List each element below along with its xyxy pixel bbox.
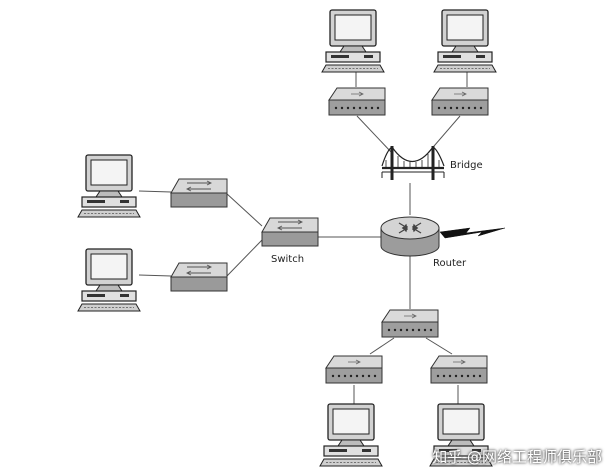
computer-icon — [321, 9, 385, 73]
lightning-bolt-icon — [439, 227, 506, 239]
bridge-label: Bridge — [450, 160, 483, 171]
switch-icon — [170, 178, 228, 208]
bridge-icon — [381, 146, 445, 180]
switch-icon — [261, 217, 319, 247]
computer-icon — [433, 9, 497, 73]
router-icon — [380, 216, 440, 257]
router-label: Router — [433, 258, 467, 269]
hub-icon — [325, 355, 383, 384]
hub-icon — [328, 87, 386, 116]
watermark: 知乎 @网络工程师俱乐部 — [432, 448, 602, 466]
switch-label: Switch — [271, 254, 304, 265]
hub-icon — [381, 309, 439, 338]
hub-icon — [430, 355, 488, 384]
computer-icon — [319, 403, 383, 467]
computer-icon — [77, 154, 141, 218]
switch-icon — [170, 262, 228, 292]
computer-icon — [77, 248, 141, 312]
hub-icon — [431, 87, 489, 116]
